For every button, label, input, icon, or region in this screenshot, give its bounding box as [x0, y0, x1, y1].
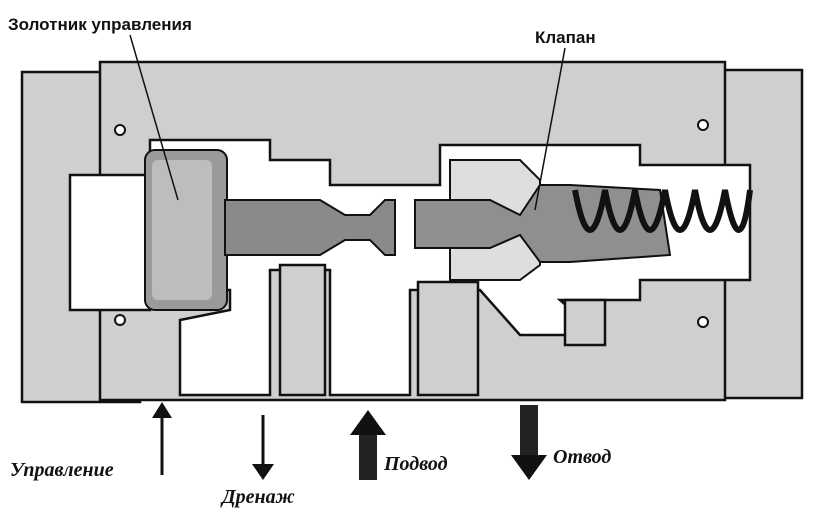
label-valve: Клапан	[535, 28, 596, 47]
label-drain: Дренаж	[220, 486, 295, 508]
outlet-arrow-down-icon	[511, 405, 547, 480]
port-wall-1	[278, 263, 327, 397]
port-wall-3	[563, 298, 607, 347]
seals	[114, 119, 709, 328]
flow-arrows	[152, 402, 547, 480]
valve-housing	[20, 60, 804, 404]
supply-arrow-up-icon	[350, 410, 386, 480]
seal-ring	[114, 124, 126, 136]
seal-ring	[114, 314, 126, 326]
control-arrow-up-icon	[152, 402, 172, 475]
valve-poppet	[414, 184, 753, 263]
label-outlet: Отвод	[553, 446, 611, 468]
drain-arrow-down-icon	[252, 415, 274, 480]
port-wall-2	[416, 280, 480, 397]
label-control-spool: Золотник управления	[8, 15, 192, 34]
label-supply: Подвод	[383, 453, 448, 475]
seal-ring	[697, 316, 709, 328]
seal-ring	[697, 119, 709, 131]
leader-lines	[129, 34, 566, 211]
control-spool	[144, 149, 396, 311]
label-control: Управление	[10, 459, 114, 481]
spring	[572, 189, 753, 233]
